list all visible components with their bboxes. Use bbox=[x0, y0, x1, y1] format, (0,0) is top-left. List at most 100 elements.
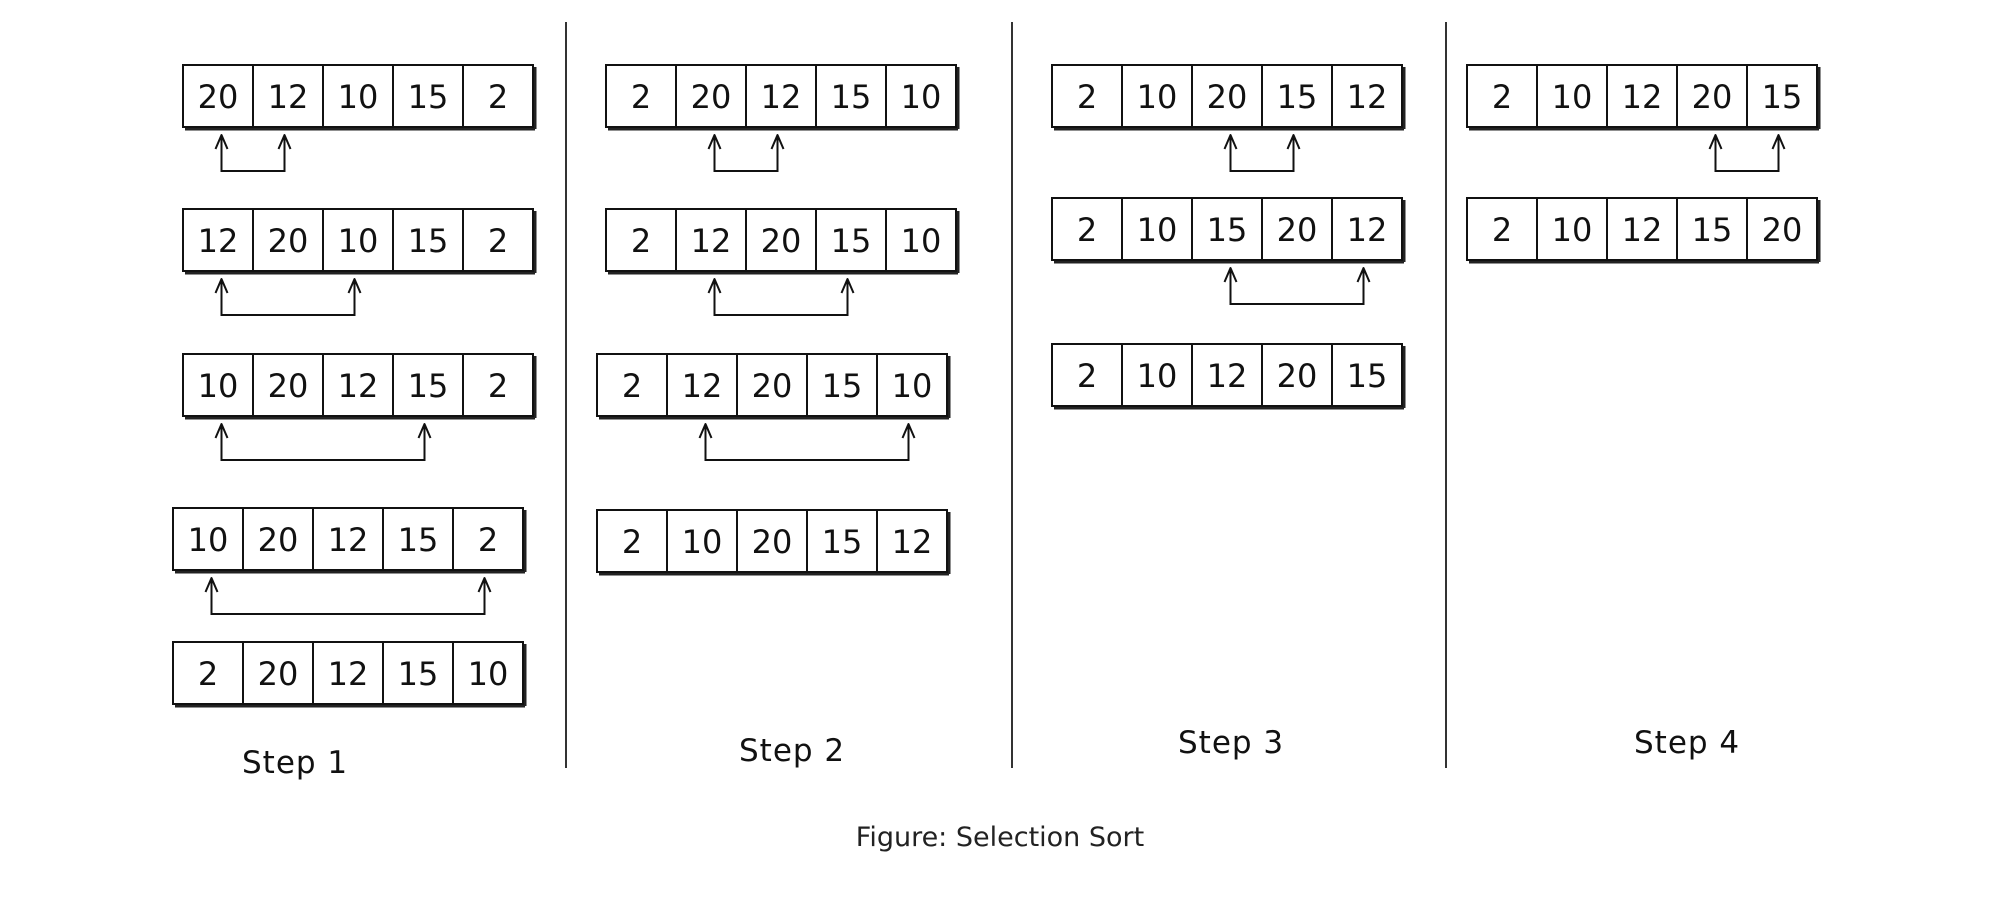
cell-value: 12 bbox=[691, 222, 732, 260]
arrow-head bbox=[707, 134, 722, 150]
cell-value: 2 bbox=[198, 655, 218, 693]
cell-value: 2 bbox=[631, 78, 651, 116]
cell-value: 2 bbox=[1077, 211, 1097, 249]
swap-connector bbox=[220, 137, 286, 172]
array-cell bbox=[1746, 64, 1818, 128]
step-1-label: Step 1 bbox=[242, 745, 349, 781]
array-cell bbox=[252, 64, 324, 128]
cell-value: 20 bbox=[268, 222, 309, 260]
cell-value: 12 bbox=[328, 655, 369, 693]
cell-value: 10 bbox=[682, 523, 723, 561]
cell-value: 15 bbox=[408, 367, 449, 405]
cell-value: 10 bbox=[338, 222, 379, 260]
swap-arrow bbox=[707, 134, 785, 172]
array-cell bbox=[815, 208, 887, 272]
cell-value: 15 bbox=[822, 367, 863, 405]
arrow-head bbox=[1771, 134, 1786, 150]
arrow-head bbox=[347, 278, 362, 294]
array-cell bbox=[1051, 343, 1123, 407]
array-cell bbox=[392, 353, 464, 417]
array-cell bbox=[1606, 64, 1678, 128]
cell-value: 12 bbox=[1622, 78, 1663, 116]
cell-value: 10 bbox=[198, 367, 239, 405]
swap-arrow bbox=[214, 278, 362, 316]
array-cell bbox=[1331, 197, 1403, 261]
cell-value: 12 bbox=[761, 78, 802, 116]
cell-value: 12 bbox=[268, 78, 309, 116]
cell-value: 12 bbox=[682, 367, 723, 405]
cell-value: 10 bbox=[901, 222, 942, 260]
cell-value: 10 bbox=[1137, 357, 1178, 395]
array-cell bbox=[1261, 343, 1333, 407]
array-cell bbox=[182, 208, 254, 272]
cell-value: 12 bbox=[1622, 211, 1663, 249]
array-cell bbox=[462, 208, 534, 272]
cell-value: 15 bbox=[1277, 78, 1318, 116]
cell-value: 20 bbox=[1692, 78, 1733, 116]
cell-value: 12 bbox=[1347, 78, 1388, 116]
cell-value: 20 bbox=[268, 367, 309, 405]
swap-connector bbox=[704, 426, 910, 461]
cell-value: 12 bbox=[1347, 211, 1388, 249]
array-cell bbox=[876, 509, 948, 573]
cell-value: 20 bbox=[1762, 211, 1803, 249]
array-cell bbox=[1051, 197, 1123, 261]
arrow-head bbox=[417, 423, 432, 439]
cell-value: 20 bbox=[752, 523, 793, 561]
swap-connector bbox=[1714, 137, 1780, 172]
array-cell bbox=[1121, 197, 1193, 261]
array-cell bbox=[1746, 197, 1818, 261]
array-cell bbox=[242, 641, 314, 705]
array-cell bbox=[382, 641, 454, 705]
array-cell bbox=[1191, 343, 1263, 407]
cell-value: 15 bbox=[408, 222, 449, 260]
step-2-label: Step 2 bbox=[739, 733, 846, 769]
cell-value: 10 bbox=[188, 521, 229, 559]
array-cell bbox=[675, 208, 747, 272]
arrow-head bbox=[1223, 134, 1238, 150]
array-cell bbox=[736, 509, 808, 573]
array-cell bbox=[1466, 197, 1538, 261]
array-cell bbox=[605, 64, 677, 128]
array-cell bbox=[392, 208, 464, 272]
array-cell bbox=[1261, 197, 1333, 261]
cell-value: 12 bbox=[1207, 357, 1248, 395]
cell-value: 10 bbox=[338, 78, 379, 116]
arrow-head bbox=[901, 423, 916, 439]
cell-value: 10 bbox=[1552, 78, 1593, 116]
cell-value: 20 bbox=[258, 655, 299, 693]
swap-arrow bbox=[214, 423, 432, 461]
cell-value: 10 bbox=[468, 655, 509, 693]
array-cell bbox=[1331, 343, 1403, 407]
array-cell bbox=[242, 507, 314, 571]
cell-value: 10 bbox=[892, 367, 933, 405]
array-cell bbox=[806, 509, 878, 573]
swap-arrow bbox=[1223, 134, 1301, 172]
array-cell bbox=[666, 509, 738, 573]
cell-value: 12 bbox=[328, 521, 369, 559]
array-cell bbox=[815, 64, 887, 128]
swap-arrow bbox=[707, 278, 855, 316]
cell-value: 2 bbox=[1077, 78, 1097, 116]
array-cell bbox=[1121, 64, 1193, 128]
array-cell bbox=[182, 353, 254, 417]
cell-value: 20 bbox=[1277, 357, 1318, 395]
array-cell bbox=[806, 353, 878, 417]
cell-value: 2 bbox=[488, 78, 508, 116]
array-cell bbox=[1676, 64, 1748, 128]
array-cell bbox=[452, 641, 524, 705]
cell-value: 15 bbox=[398, 655, 439, 693]
arrow-head bbox=[840, 278, 855, 294]
array-cell bbox=[666, 353, 738, 417]
array-cell bbox=[1676, 197, 1748, 261]
